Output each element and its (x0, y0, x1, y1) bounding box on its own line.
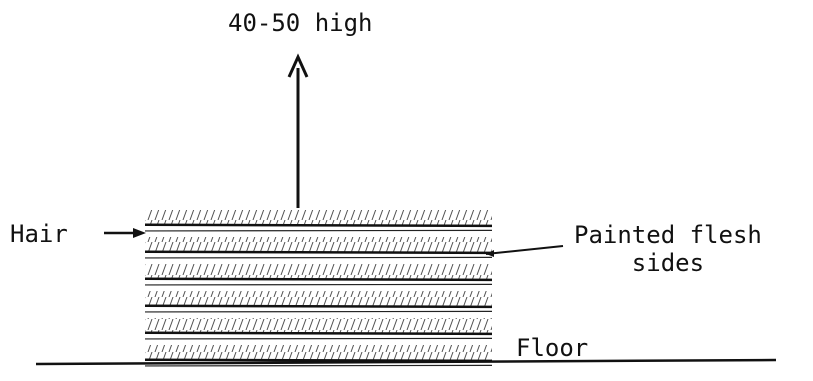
hide-edge (144, 304, 493, 309)
hair-band (145, 318, 492, 333)
hair-band (145, 264, 492, 279)
hide-layer (144, 318, 493, 340)
hide-edge (144, 331, 493, 336)
hide-edge (144, 250, 493, 255)
painted-flesh-pointer (485, 245, 564, 257)
hair-band (145, 210, 492, 225)
floor-label: Floor (516, 334, 589, 362)
flesh-edge (144, 256, 493, 259)
hide-stack (144, 210, 493, 367)
height-label: 40-50 high (228, 9, 373, 37)
flesh-edge (144, 283, 493, 286)
hair-band (145, 345, 492, 360)
flesh-edge (144, 364, 493, 367)
flesh-edge (144, 337, 493, 340)
hide-layer (144, 291, 493, 313)
hide-edge (144, 277, 493, 282)
hide-layer (144, 264, 493, 286)
hair-arrow (104, 228, 146, 238)
hide-layer (144, 237, 493, 259)
painted-flesh-line-2: sides (631, 248, 705, 277)
painted-flesh-label: Painted flesh sides (574, 221, 762, 277)
painted-flesh-line-1: Painted flesh (574, 221, 762, 249)
flesh-edge (144, 310, 493, 313)
hide-layer (144, 210, 493, 232)
hair-label: Hair (10, 220, 68, 248)
floor-line (35, 358, 777, 366)
hair-band (145, 291, 492, 306)
hair-band (145, 237, 492, 252)
height-arrow (287, 53, 309, 208)
flesh-edge (144, 229, 493, 232)
hide-edge (144, 223, 493, 228)
